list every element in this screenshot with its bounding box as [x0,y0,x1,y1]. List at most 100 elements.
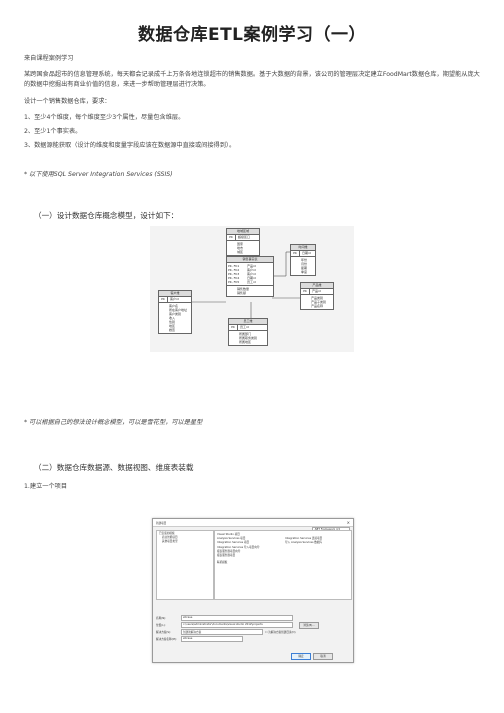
solution-value: 创建新解决方案 [183,631,202,634]
close-icon[interactable]: × [346,520,350,525]
solution-select[interactable]: 创建新解决方案 [181,629,263,635]
template-item[interactable]: Integration Services 导入项目向导 [217,545,260,549]
entity-employee-pk: 员工id [240,325,249,329]
entity-employee-name: 员工维 [229,319,267,325]
customer-attr: 客户类别 [169,312,182,316]
entity-time-pk: 日期id [302,251,311,255]
fact-key: PK, FK3 [228,272,240,276]
template-list[interactable]: Visual Studio 项目 Analysis Services 项目 In… [214,530,352,600]
dialog-titlebar: 新建项目 × [153,519,353,527]
fact-key: PK, FK4 [228,276,240,280]
framework-value: .NET Framework 4.5 [313,528,340,531]
label-name: 名称(N): [156,617,167,620]
create-dir-checkbox[interactable]: ☐ 为解决方案创建目录(D) [265,631,296,634]
template-tree[interactable]: 已安装的模板 商业智能项目 其他项目类型 [156,530,214,600]
product-attr: 产品类别 [311,296,324,300]
entity-time-key: PK [291,251,300,256]
requirement-3: 3、数据源能获取（设计的维度和度量字段应该在数据源中直接或间接得到）。 [24,142,236,149]
entity-product-name: 产品维 [301,283,333,289]
employee-attr: 所属部门 [239,332,252,336]
time-attr: 季度 [301,270,308,274]
fact-pk: 客户id [247,268,256,272]
customer-attr: 所在客户地址 [169,308,188,312]
entity-region-key: PK [227,235,236,240]
location-value: c:\users\administrator\documents\visual … [183,623,263,626]
dialog-title: 新建项目 [156,521,167,525]
new-project-dialog: 新建项目 × .NET Framework 4.5 已安装的模板 商业智能项目 … [152,518,354,663]
model-note: * 可以根据自己的想法设计概念模型，可以是雪花型，可以是星型 [24,419,203,426]
region-attr: 国家 [237,242,244,246]
label-location: 位置(L): [156,624,166,627]
tool-note: * 以下使用SQL Server Integration Services (S… [24,171,173,178]
entity-time-name: 时间维 [291,245,315,251]
ok-button[interactable]: 确定 [291,653,311,660]
customer-attr: 地区 [169,324,176,328]
fact-pk: 客户id [247,272,256,276]
entity-employee-key: PK [229,325,238,330]
entity-fact-name: 销售事实表 [227,257,273,263]
product-attr: 产品名称 [311,304,324,308]
solution-name-value: etlcase [183,637,193,640]
requirement-2: 2、至少1个事实表。 [24,128,82,135]
customer-attr: 客户名 [169,304,179,308]
name-input[interactable]: etlcase [181,615,293,621]
intro-paragraph: 某跨国食品超市的信息管理系统，每天都会记录成千上万条各地连锁超市的销售数据。基于… [24,71,480,88]
browse-button[interactable]: 浏览(B)... [299,621,319,629]
template-item[interactable]: 导入 Analysis Services 数据库 [285,541,323,545]
entity-customer-name: 客户维 [159,291,191,297]
employee-attr: 所属职务类别 [239,336,258,340]
solution-name-input[interactable]: etlcase [181,636,243,642]
template-item[interactable]: 报表服务器项目 [217,554,236,558]
requirement-1: 1、至少4个维度，每个维度至少3个属性，尽量包含维层。 [24,114,185,121]
entity-customer-key: PK [159,297,168,302]
entity-region-name: 地域区域 [227,229,259,235]
customer-attr: 婚否 [169,328,176,332]
fact-pk: 日期id [247,276,256,280]
region-attr: 地市 [237,246,244,250]
create-dir-label: 为解决方案创建目录(D) [268,631,296,634]
time-attr: 月份 [301,262,308,266]
fact-key: PK, FK5 [228,280,240,284]
template-item[interactable]: Analysis Services 项目 [217,537,246,541]
fact-attr: 销售额 [237,291,247,295]
tree-item[interactable]: 已安装的模板 [159,532,175,535]
step-1: 1.建立一个项目 [24,483,68,490]
entity-customer-pk: 客户id [170,297,179,301]
fact-pk: 产品id [247,264,256,268]
section-heading-1: （一）设计数据仓库概念模型，设计如下： [34,211,179,220]
label-solution: 解决方案(S): [156,631,171,634]
template-item[interactable]: Integration Services 项目 [217,541,250,545]
task-intro: 设计一个销售数据仓库，要求： [24,98,111,105]
customer-attr: 性别 [169,320,176,324]
template-item[interactable]: Visual Studio 项目 [217,533,240,536]
fact-attr: 销售数量 [237,287,250,291]
entity-fact: 销售事实表 PK, FK1 PK, FK2 PK, FK3 PK, FK4 PK… [226,256,274,297]
location-input[interactable]: c:\users\administrator\documents\visual … [181,622,293,628]
tree-item[interactable]: 商业智能项目 [162,536,178,539]
entity-product-pk: 产品id [312,289,321,293]
tree-item[interactable]: 其他项目类型 [162,540,178,543]
template-item[interactable]: 联机模板 [217,561,228,565]
time-attr: 星期 [301,266,308,270]
label-solution-name: 解决方案名称(M): [156,638,177,641]
template-item[interactable]: 报表服务器项目向导 [217,549,241,553]
entity-product-key: PK [301,289,310,294]
template-item[interactable]: Integration Services 连接项目 [285,537,323,540]
fact-key: PK, FK1 [228,264,240,268]
fact-pk: 员工id [247,280,256,284]
region-attr: 城区 [237,250,244,254]
entity-region-pk: 超级区口 [238,235,251,239]
page-title: 数据仓库ETL案例学习（一） [137,25,367,45]
fact-key: PK, FK2 [228,268,240,272]
section-heading-2: （二）数据仓库数据源、数据视图、维度表装载 [34,463,194,472]
cancel-button[interactable]: 取消 [313,653,333,660]
customer-attr: 收入 [169,316,176,320]
source-note: 来自课程案例学习 [24,55,74,62]
time-attr: 年份 [301,258,308,262]
